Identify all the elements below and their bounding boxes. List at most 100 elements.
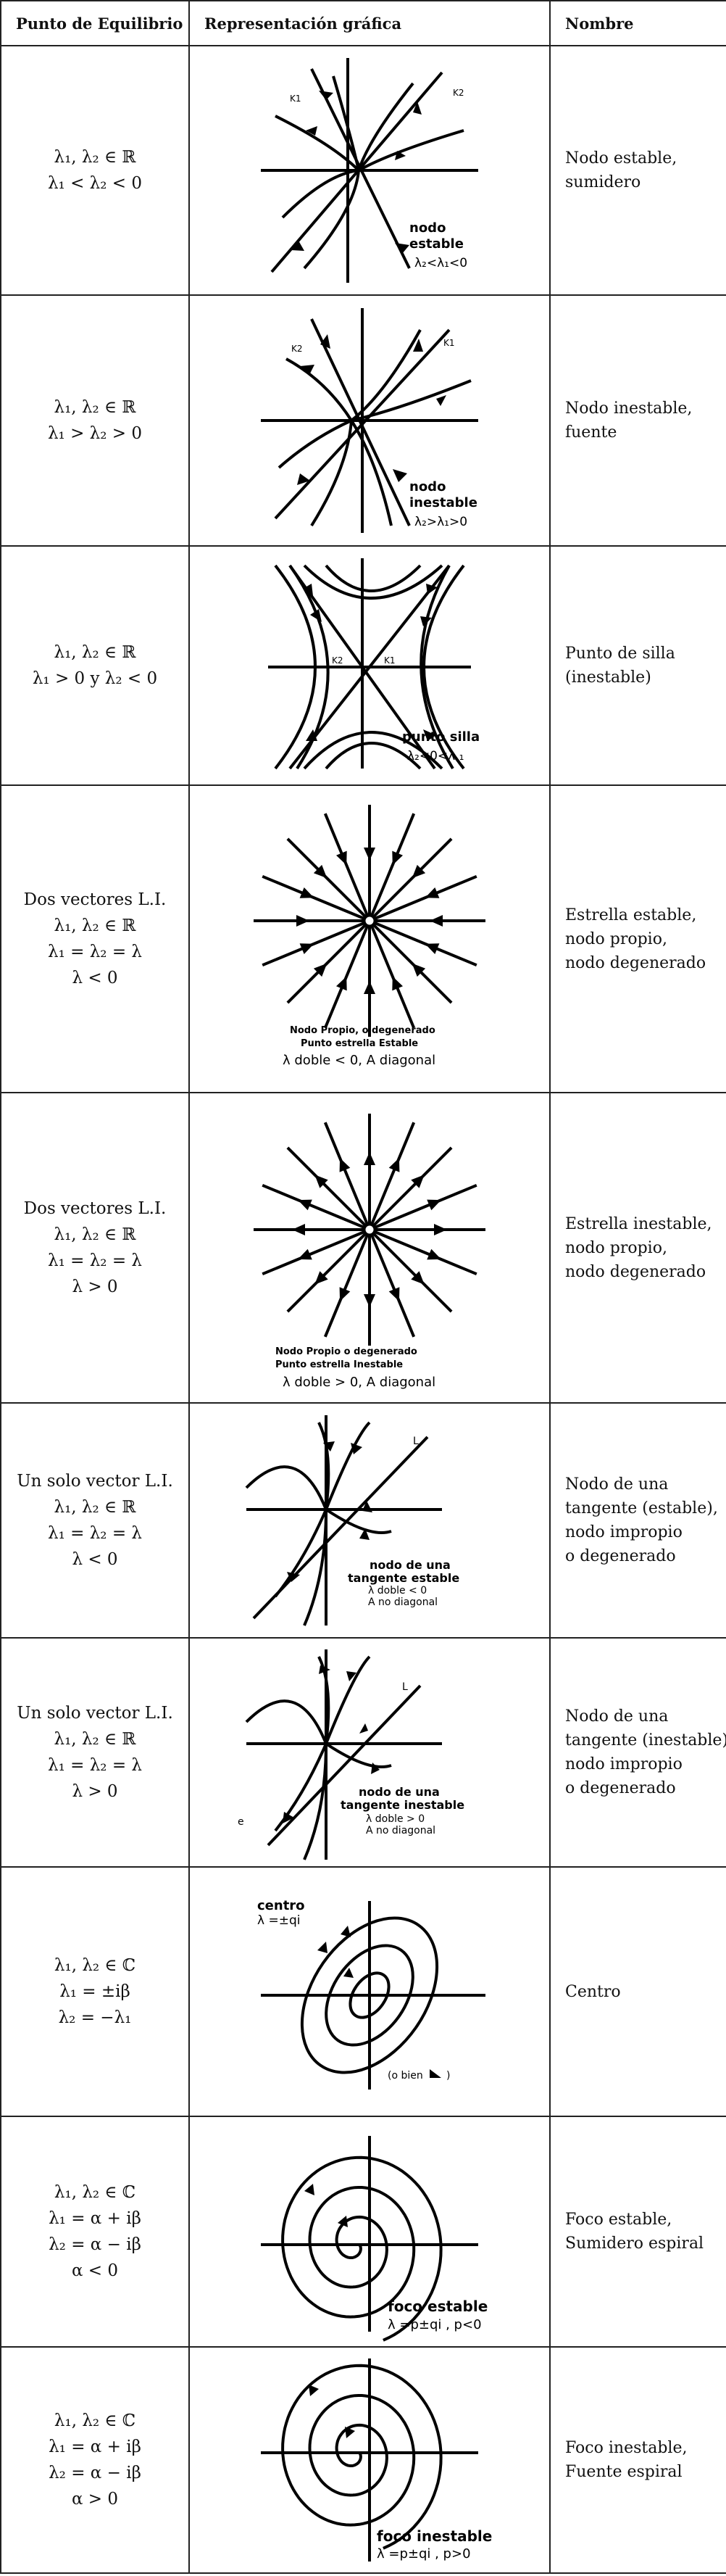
trajectory-line — [286, 1228, 371, 1313]
condition-cell: Un solo vector L.I. λ₁, λ₂ ∈ ℝ λ₁ = λ₂ =… — [0, 1402, 190, 1639]
figure-cell: foco inestable λ =p±qi , p>0 — [188, 2346, 551, 2574]
condition-line: Un solo vector L.I. — [17, 1704, 173, 1723]
condition-line: λ₁ = λ₂ = λ — [48, 1251, 142, 1270]
name-line: Foco inestable, — [565, 2439, 688, 2457]
unstable-node-diagram: K2 K1 nodo inestable λ₂>λ₁>0 — [261, 308, 478, 533]
trajectory-line — [369, 919, 477, 967]
diagram-caption: λ =p±qi , p<0 — [388, 2317, 482, 2332]
diagram-caption: nodo — [409, 220, 446, 236]
name-line: nodo degenerado — [565, 953, 706, 972]
diagram-caption: Nodo Propio, o degenerado — [290, 1025, 435, 1036]
condition-line: λ₁, λ₂ ∈ ℝ — [54, 643, 136, 662]
condition-line: λ₁, λ₂ ∈ ℝ — [54, 916, 136, 935]
condition-line: λ₁ > λ₂ > 0 — [47, 424, 142, 443]
direction-arrow — [364, 1294, 375, 1307]
name-line: nodo impropio — [565, 1755, 683, 1773]
header-graphic: Representación gráfica — [188, 0, 551, 46]
direction-arrow — [434, 1224, 447, 1235]
eigvec-label: K2 — [291, 344, 303, 354]
direction-arrow — [364, 848, 375, 861]
diagram-caption: punto silla — [402, 729, 480, 745]
eigvec-label: K1 — [290, 94, 301, 104]
diagram-caption: ) — [446, 2070, 450, 2082]
eigvec-label: e — [238, 1816, 244, 1828]
name-line: Nodo estable, — [565, 149, 677, 167]
trajectory-line — [323, 1122, 371, 1230]
direction-arrow — [412, 864, 426, 879]
stable-star-diagram: Nodo Propio, o degenerado Punto estrella… — [254, 805, 485, 1068]
direction-arrow — [292, 1224, 305, 1235]
trajectory-line — [369, 874, 477, 922]
diagram-caption: foco inestable — [377, 2527, 492, 2545]
condition-line: λ > 0 — [72, 1782, 118, 1801]
table-row: λ₁, λ₂ ∈ ℝ λ₁ > 0 y λ₂ < 0 — [0, 545, 726, 786]
name-cell: Nodo estable, sumidero — [549, 45, 726, 296]
diagram-caption: λ doble < 0, A diagonal — [283, 1053, 435, 1068]
trajectory-line — [286, 837, 371, 922]
condition-line: λ₁, λ₂ ∈ ℂ — [54, 1956, 136, 1975]
name-line: nodo propio, — [565, 1238, 667, 1257]
figure-cell: K2 K1 nodo inestable λ₂>λ₁>0 — [188, 294, 551, 547]
diagram-caption: inestable — [409, 495, 477, 510]
name-line: Nodo inestable, — [565, 399, 693, 418]
name-line: Sumidero espiral — [565, 2235, 704, 2253]
header-row: Punto de Equilibrio Representación gráfi… — [0, 0, 726, 46]
table-row: λ₁, λ₂ ∈ ℂ λ₁ = ±iβ λ₂ = −λ₁ — [0, 1866, 726, 2117]
stable-node-diagram: K1 K2 nodo estable λ₂<λ₁<0 — [261, 58, 478, 283]
name-cell: Foco inestable, Fuente espiral — [549, 2346, 726, 2574]
condition-line: λ₁ = α + iβ — [49, 2209, 141, 2228]
condition-line: λ > 0 — [72, 1277, 118, 1296]
name-line: fuente — [565, 423, 617, 442]
direction-arrow — [339, 1158, 351, 1172]
name-line: Estrella inestable, — [565, 1214, 712, 1233]
table-row: Dos vectores L.I. λ₁, λ₂ ∈ ℝ λ₁ = λ₂ = λ… — [0, 784, 726, 1093]
condition-line: λ₁, λ₂ ∈ ℂ — [54, 2183, 136, 2202]
eigvec-label: K2 — [332, 655, 343, 666]
table-row: Un solo vector L.I. λ₁, λ₂ ∈ ℝ λ₁ = λ₂ =… — [0, 1402, 726, 1639]
figure-cell: Nodo Propio, o degenerado Punto estrella… — [188, 784, 551, 1093]
diagram-caption: λ doble < 0 — [368, 1585, 427, 1596]
figure-cell: K1 K2 nodo estable λ₂<λ₁<0 — [188, 45, 551, 296]
direction-arrow — [427, 1248, 441, 1260]
trajectory-line — [368, 1146, 453, 1231]
direction-arrow — [388, 1287, 400, 1301]
diagram-caption: λ doble > 0, A diagonal — [283, 1375, 435, 1390]
condition-line: λ₁, λ₂ ∈ ℂ — [54, 2411, 136, 2430]
direction-arrow — [298, 1199, 312, 1211]
direction-arrow — [313, 963, 327, 977]
trajectory-line — [286, 1146, 371, 1231]
diagram-caption: tangente estable — [348, 1571, 459, 1585]
condition-line: λ₁, λ₂ ∈ ℝ — [54, 1730, 136, 1749]
trajectory-line — [323, 920, 371, 1029]
name-cell: Estrella estable, nodo propio, nodo dege… — [549, 784, 726, 1093]
diagram-caption: λ =±qi — [257, 1913, 300, 1928]
condition-line: λ₁ = α + iβ — [49, 2438, 141, 2456]
condition-line: λ₂ = α − iβ — [49, 2464, 141, 2482]
eigvec-label: K2 — [453, 88, 464, 98]
direction-arrow — [411, 1271, 425, 1285]
name-line: o degenerado — [565, 1779, 676, 1797]
condition-cell: λ₁, λ₂ ∈ ℝ λ₁ < λ₂ < 0 — [0, 45, 190, 296]
diagram-caption: A no diagonal — [368, 1596, 438, 1608]
condition-line: Dos vectores L.I. — [23, 890, 167, 909]
condition-line: λ₁, λ₂ ∈ ℝ — [54, 1225, 136, 1244]
diagram-caption: Punto estrella Inestable — [275, 1359, 403, 1370]
figure-cell: K2 K1 punto silla λ₂<0<λ ₁ — [188, 545, 551, 786]
direction-arrow — [298, 1248, 312, 1260]
name-line: tangente (estable), — [565, 1499, 718, 1517]
name-line: Estrella estable, — [565, 906, 697, 924]
figure-cell: L nodo de una tangente estable λ doble <… — [188, 1402, 551, 1639]
condition-line: λ₁ = ±iβ — [59, 1982, 130, 2001]
unstable-star-diagram: Nodo Propio o degenerado Punto estrella … — [254, 1114, 485, 1390]
eigvec-label: K1 — [443, 338, 455, 348]
condition-cell: λ₁, λ₂ ∈ ℂ λ₁ = α + iβ λ₂ = α − iβ α > 0 — [0, 2346, 190, 2574]
condition-line: λ₁ = λ₂ = λ — [48, 943, 142, 961]
figure-cell: foco estable λ =p±qi , p<0 — [188, 2116, 551, 2348]
condition-line: λ₁, λ₂ ∈ ℝ — [54, 398, 136, 417]
trajectory-line — [368, 1122, 416, 1230]
diagram-caption: Nodo Propio o degenerado — [275, 1346, 417, 1357]
trajectory-line — [368, 920, 416, 1029]
name-line: Nodo de una — [565, 1707, 669, 1726]
condition-line: λ₁, λ₂ ∈ ℝ — [54, 1498, 136, 1517]
direction-arrow — [364, 1152, 375, 1165]
